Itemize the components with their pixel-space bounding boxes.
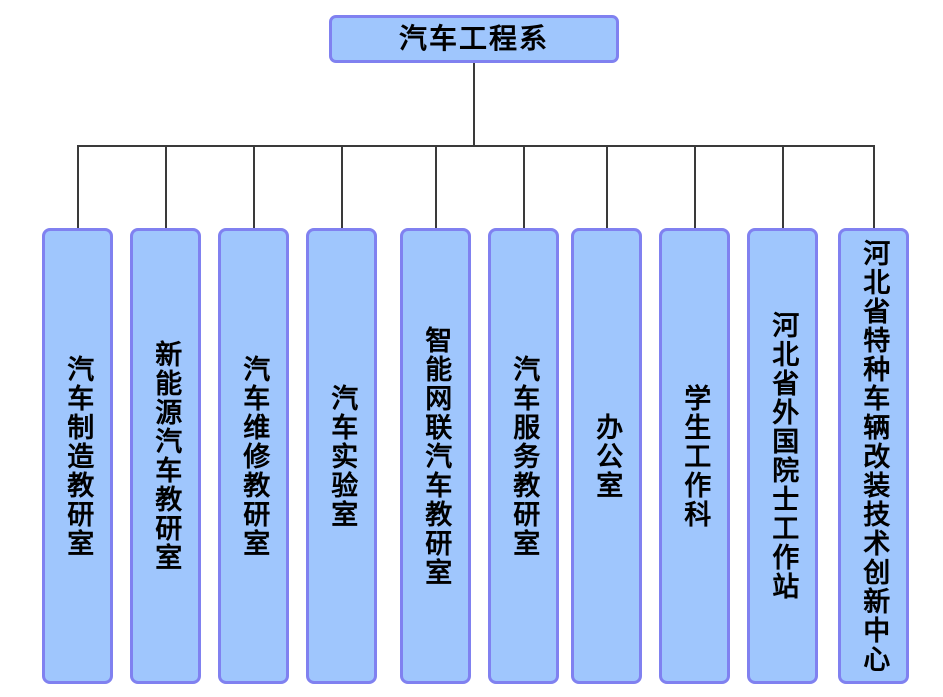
leaf-node-hebei-foreign-academician-workstation[interactable]: 河北省外国院士工作站	[747, 228, 818, 684]
leaf-node-administrative-office[interactable]: 办公室	[571, 228, 642, 684]
connector-horizontal-bus	[77, 145, 874, 147]
leaf-node-automobile-maintenance-teaching-office[interactable]: 汽车维修教研室	[218, 228, 289, 684]
connector-drop-6	[606, 145, 608, 228]
connector-drop-1	[165, 145, 167, 228]
connector-drop-2	[253, 145, 255, 228]
connector-drop-7	[694, 145, 696, 228]
leaf-node-label: 河北省特种车辆改装技术创新中心	[859, 238, 890, 674]
root-node-automotive-engineering-department[interactable]: 汽车工程系	[329, 15, 619, 63]
connector-root-stem	[473, 63, 475, 145]
leaf-node-label: 汽车制造教研室	[63, 354, 94, 558]
connector-drop-4	[435, 145, 437, 228]
leaf-node-label: 新能源汽车教研室	[151, 340, 182, 572]
leaf-node-label: 智能网联汽车教研室	[421, 325, 452, 587]
leaf-node-automobile-laboratory[interactable]: 汽车实验室	[306, 228, 377, 684]
leaf-node-automobile-manufacturing-teaching-office[interactable]: 汽车制造教研室	[42, 228, 113, 684]
leaf-node-label: 汽车实验室	[327, 383, 358, 529]
leaf-node-label: 办公室	[592, 412, 623, 500]
connector-drop-3	[341, 145, 343, 228]
leaf-node-automobile-service-teaching-office[interactable]: 汽车服务教研室	[488, 228, 559, 684]
connector-drop-9	[873, 145, 875, 228]
root-node-label: 汽车工程系	[398, 23, 549, 54]
connector-drop-5	[523, 145, 525, 228]
leaf-node-label: 汽车服务教研室	[509, 354, 540, 558]
leaf-node-hebei-special-vehicle-modification-tech-innovation-center[interactable]: 河北省特种车辆改装技术创新中心	[838, 228, 909, 684]
leaf-node-intelligent-connected-vehicle-teaching-office[interactable]: 智能网联汽车教研室	[400, 228, 471, 684]
leaf-node-label: 河北省外国院士工作站	[768, 311, 799, 601]
connector-drop-8	[782, 145, 784, 228]
leaf-node-label: 学生工作科	[680, 383, 711, 529]
leaf-node-student-affairs-section[interactable]: 学生工作科	[659, 228, 730, 684]
connector-drop-0	[77, 145, 79, 228]
leaf-node-label: 汽车维修教研室	[239, 354, 270, 558]
leaf-node-new-energy-vehicle-teaching-office[interactable]: 新能源汽车教研室	[130, 228, 201, 684]
